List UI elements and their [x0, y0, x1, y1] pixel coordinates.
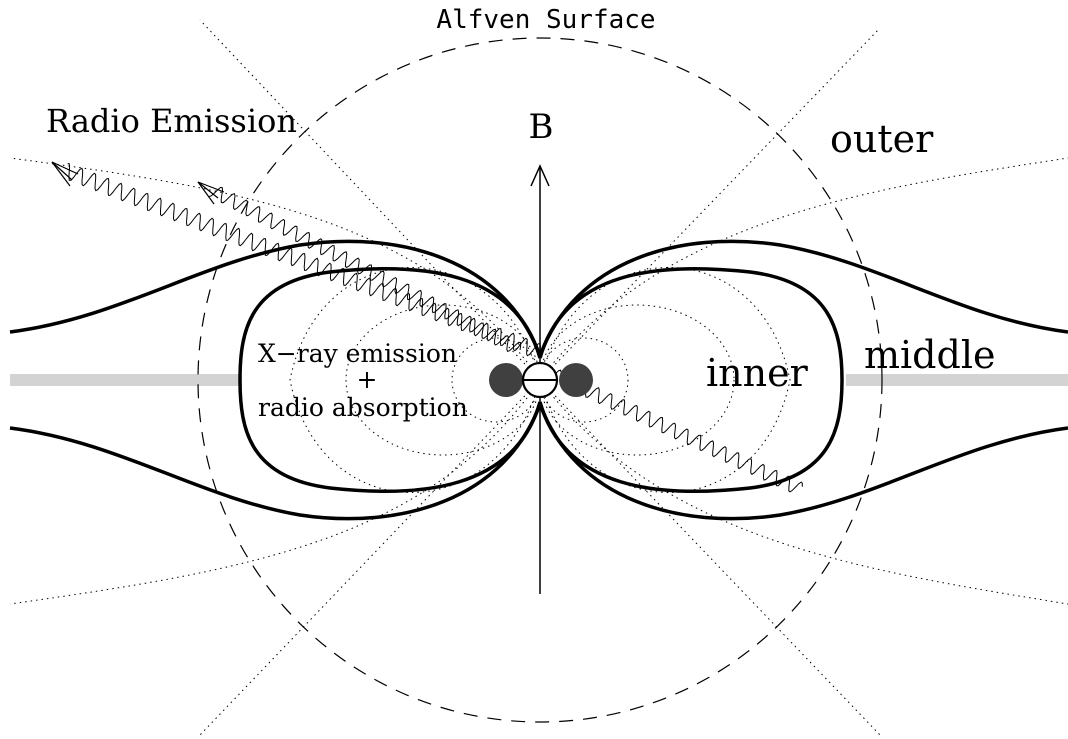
middle-region-label: middle	[864, 333, 995, 377]
star-circle-icon	[521, 361, 559, 399]
radio-emission-label: Radio Emission	[46, 102, 297, 140]
open-field-lines	[9, 19, 1068, 736]
inner-region-label: inner	[706, 351, 809, 395]
field-b-label: B	[529, 107, 554, 147]
plus-label: +	[357, 365, 378, 394]
equatorial-disk-right	[846, 374, 1068, 386]
radio-ray-2	[209, 186, 522, 353]
equatorial-disk-left	[10, 374, 242, 386]
inner-closed-loops	[238, 266, 844, 494]
radio-emission-rays	[67, 163, 803, 493]
companion-blob-left	[489, 363, 523, 397]
middle-field-lines	[9, 239, 1068, 521]
arrowhead-icon	[51, 161, 225, 205]
alfven-surface	[197, 37, 883, 723]
radio-absorption-label: radio absorption	[258, 393, 468, 422]
outer-region-label: outer	[830, 117, 934, 161]
radio-ray-1	[67, 163, 541, 357]
alfven-surface-label: Alfven Surface	[436, 5, 655, 35]
radio-ray-3	[546, 369, 803, 493]
companion-blob-right	[559, 363, 593, 397]
xray-emission-label: X−ray emission	[258, 339, 457, 368]
